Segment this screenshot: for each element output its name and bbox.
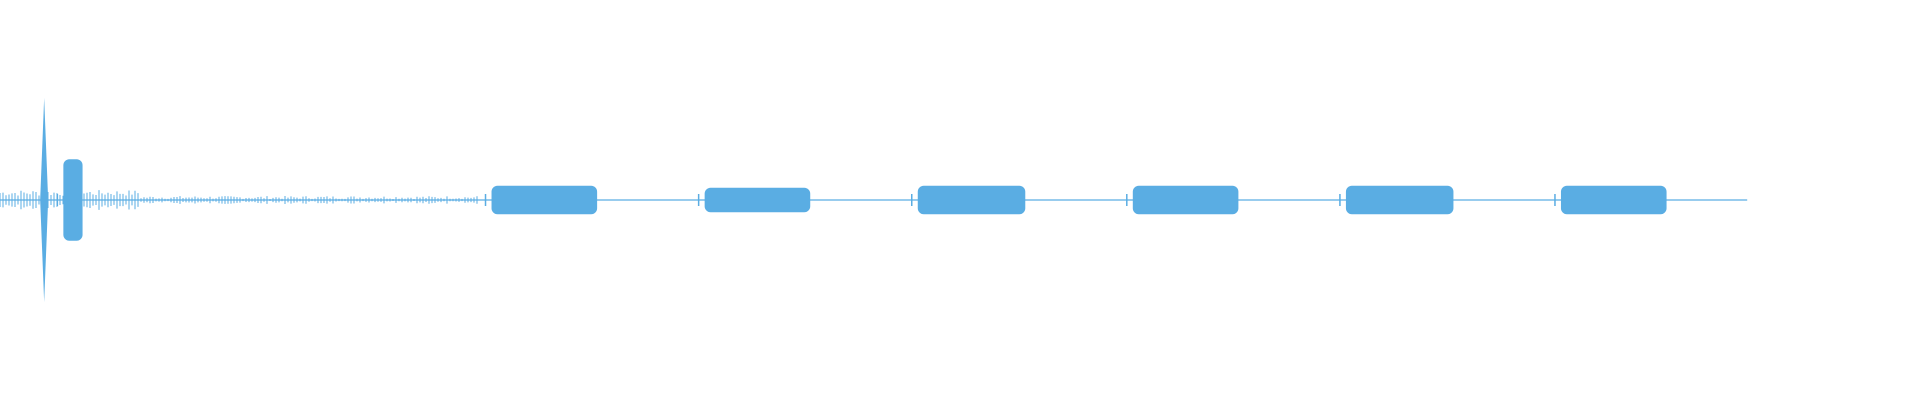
waveform-burst-3 — [491, 185, 598, 215]
waveform-noise — [0, 190, 478, 210]
waveform-burst-8 — [1560, 185, 1667, 215]
waveform-burst-4 — [704, 187, 811, 213]
waveform-burst-7 — [1345, 185, 1454, 215]
waveform-spike — [40, 98, 49, 302]
waveform-trace — [0, 98, 1748, 302]
waveform-burst-2 — [63, 159, 83, 241]
waveform-burst-6 — [1132, 185, 1239, 215]
waveform-burst-5 — [917, 185, 1026, 215]
